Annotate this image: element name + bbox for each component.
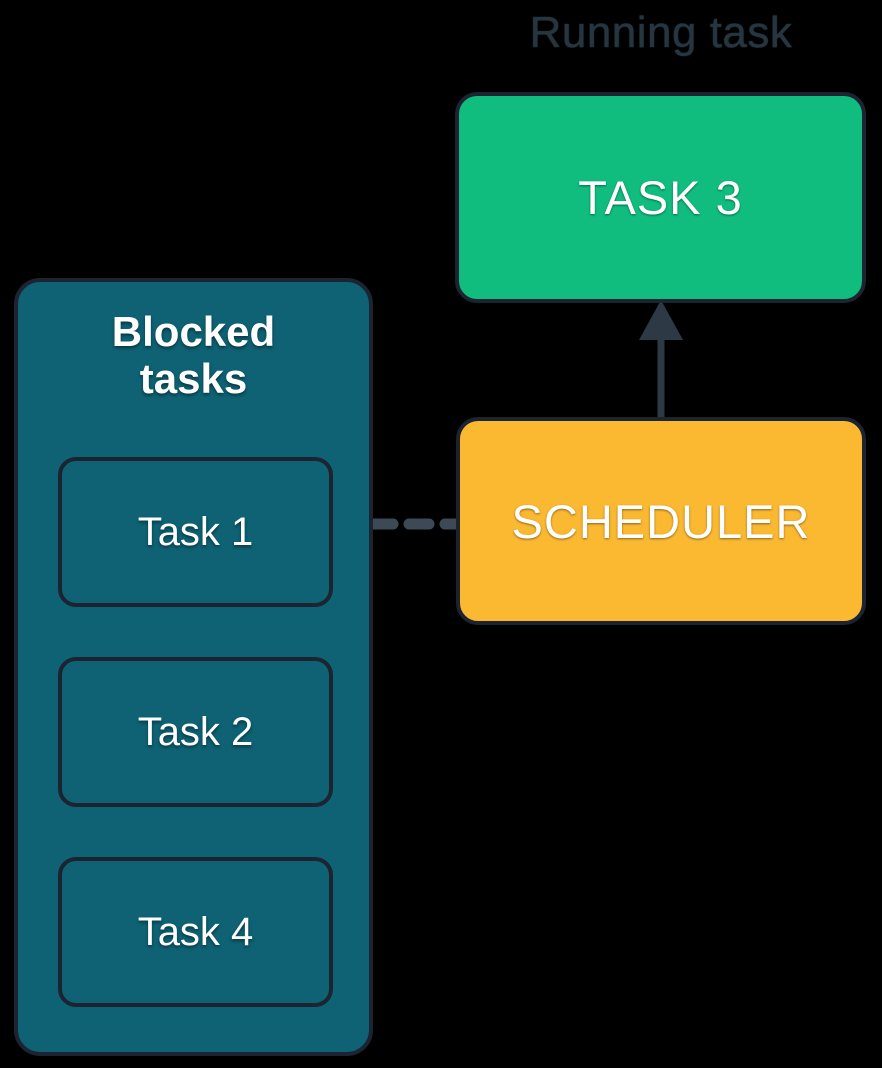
running-task-node[interactable]: TASK 3 bbox=[455, 92, 866, 303]
blocked-tasks-title: Blocked tasks bbox=[18, 308, 369, 402]
list-item[interactable]: Task 2 bbox=[58, 657, 333, 807]
blocked-tasks-container[interactable]: Blocked tasks Task 1 Task 2 Task 4 bbox=[14, 278, 373, 1056]
list-item[interactable]: Task 1 bbox=[58, 457, 333, 607]
blocked-tasks-title-line-1: Blocked bbox=[111, 308, 276, 355]
page-title: Running task bbox=[529, 8, 793, 57]
arrow-scheduler-to-running-task bbox=[639, 300, 683, 417]
blocked-tasks-list: Task 1 Task 2 Task 4 bbox=[58, 457, 333, 1007]
scheduler-node[interactable]: SCHEDULER bbox=[456, 417, 866, 625]
blocked-tasks-title-line-2: tasks bbox=[139, 355, 248, 403]
list-item[interactable]: Task 4 bbox=[58, 857, 333, 1007]
